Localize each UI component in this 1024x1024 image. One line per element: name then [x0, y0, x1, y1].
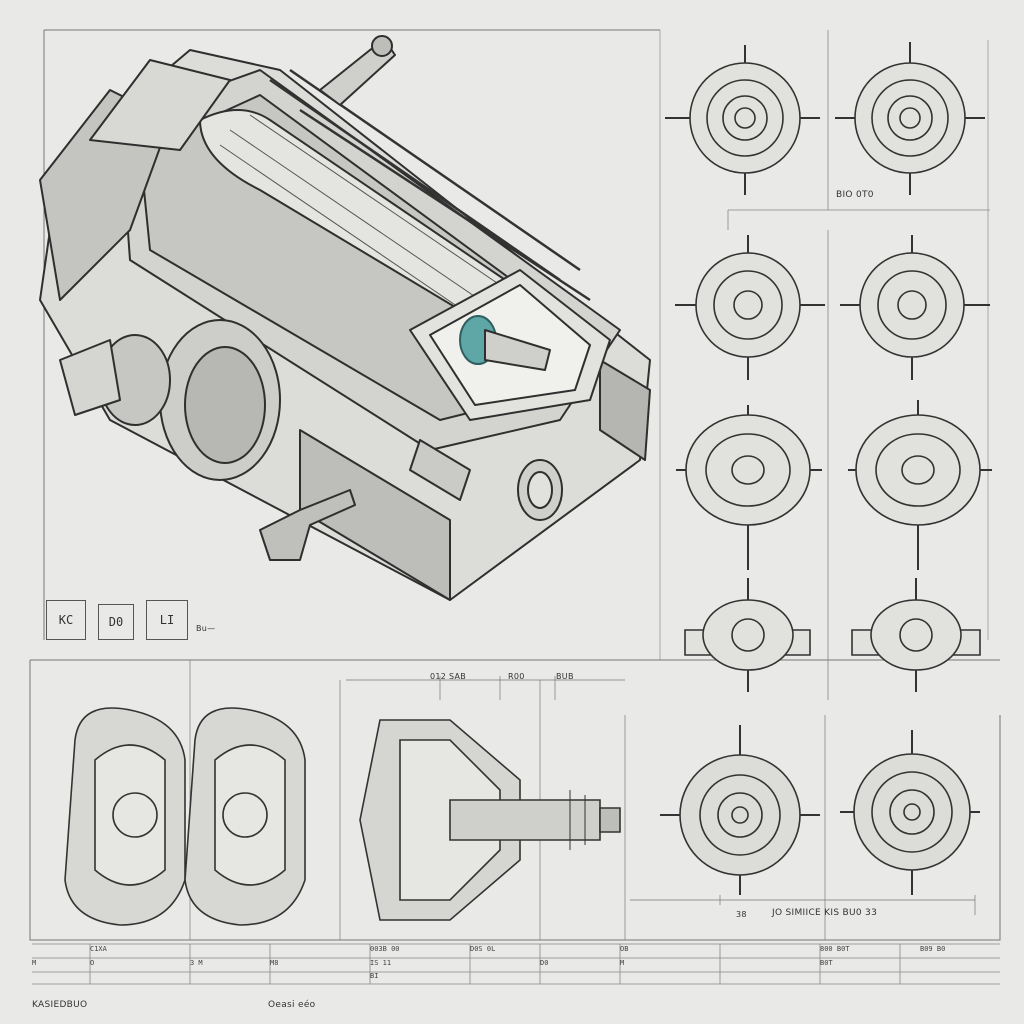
- table-cell: OB: [620, 945, 629, 953]
- table-cell: 003B 00: [370, 945, 400, 953]
- footer-left: KASIEDBUO: [32, 1000, 88, 1010]
- table-cell: M8: [270, 959, 279, 967]
- table-row: BI: [32, 972, 470, 980]
- section-views: [64, 707, 980, 926]
- table-cell: 800 B0T: [820, 945, 850, 953]
- icon-box-1: KC: [46, 600, 86, 640]
- icon-box-2: D0: [98, 604, 134, 640]
- table-cell: M: [32, 959, 37, 967]
- label-dim-left: 012 SAB: [430, 672, 467, 681]
- table-cell: B09 B0: [920, 945, 946, 953]
- table-cell: IS 11: [370, 959, 392, 967]
- orthographic-views: [665, 42, 992, 692]
- table-cell: BI: [370, 972, 379, 980]
- table-cell: 3 M: [190, 959, 203, 967]
- parts-table: C1XA 003B 00 D0S 0L OB 800 B0T B09 B0 M …: [32, 940, 1000, 984]
- label-dim-mid: R00: [508, 672, 525, 681]
- table-cell: [720, 945, 820, 953]
- table-cell: [32, 972, 370, 980]
- label-bottom-caption: JO SIMIICE KIS BU0 33: [772, 908, 878, 918]
- table-row: C1XA 003B 00 D0S 0L OB 800 B0T B09 B0: [32, 945, 1000, 953]
- table-cell: [470, 959, 540, 967]
- footer-center: Oeasi eéo: [268, 1000, 316, 1010]
- isometric-assembly: [39, 35, 651, 601]
- table-cell: D0: [540, 959, 549, 967]
- table-cell: M: [620, 959, 625, 967]
- icon-note: Bu—: [196, 624, 216, 633]
- table-cell: C1XA: [90, 945, 107, 953]
- table-cell: [720, 959, 820, 967]
- table-cell: D0S 0L: [470, 945, 496, 953]
- table-cell: [32, 945, 90, 953]
- table-cell: O: [90, 959, 95, 967]
- label-caption-prefix: 38: [736, 910, 747, 919]
- icon-box-3: LI: [146, 600, 188, 640]
- table-row: M O 3 M M8 IS 11 D0 M B0T: [32, 959, 920, 967]
- label-top-right: BIO 0T0: [836, 190, 874, 200]
- table-cell: [270, 945, 370, 953]
- table-cell: [540, 945, 620, 953]
- table-cell: B0T: [820, 959, 833, 967]
- table-cell: [190, 945, 270, 953]
- label-dim-right: BUB: [556, 672, 574, 681]
- parts-table-grid: [32, 943, 1000, 985]
